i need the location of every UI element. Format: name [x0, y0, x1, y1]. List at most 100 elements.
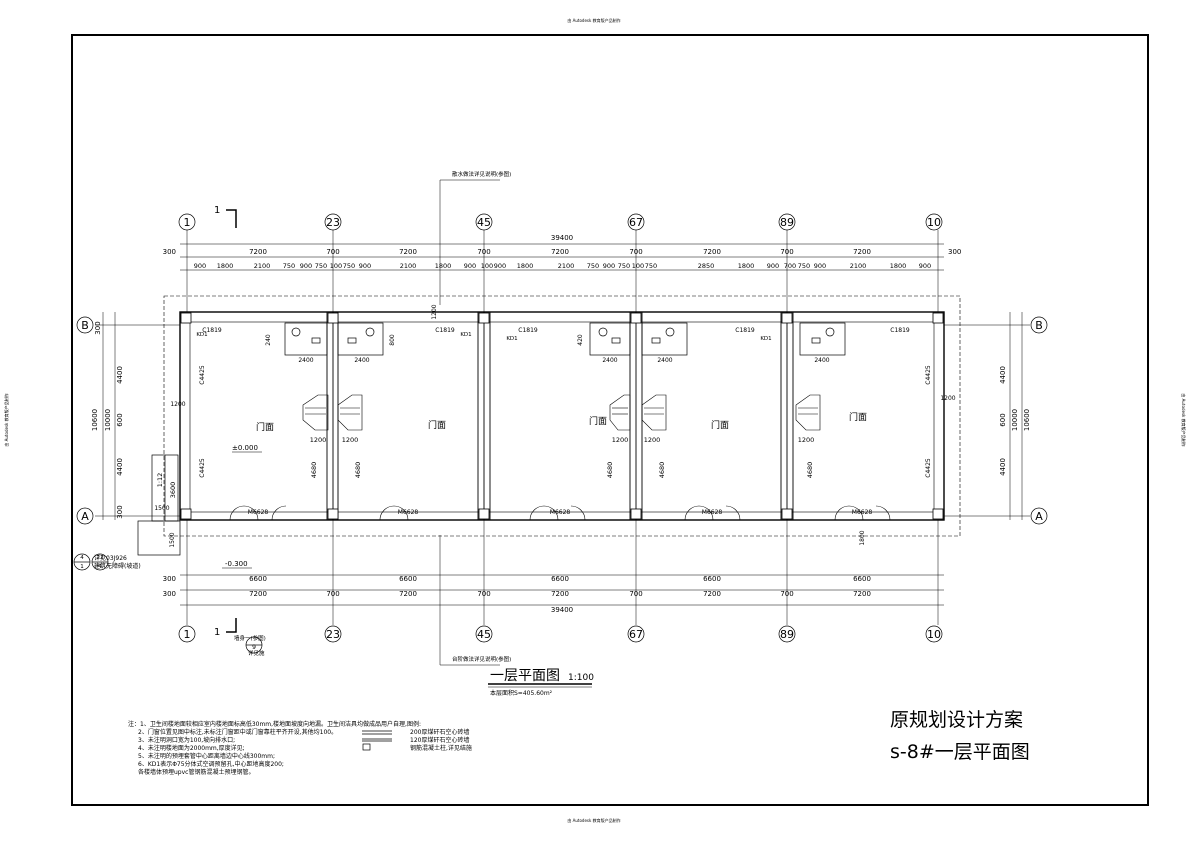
section-mark-top	[226, 209, 237, 228]
notes: 注：1、卫生间楼地面较相应室内楼地面标高低30mm,楼地面坡度向地漏。卫生间洁具…	[128, 720, 421, 776]
dim-top-detail: 1800	[890, 262, 907, 270]
note-line: 注：1、卫生间楼地面较相应室内楼地面标高低30mm,楼地面坡度向地漏。卫生间洁具…	[128, 720, 421, 728]
axis-label-bottom-1: 1	[184, 628, 191, 641]
dim-left: 4400	[116, 458, 124, 476]
axis-label-bottom-5: 89	[780, 628, 794, 641]
dim-bottom-span2: 700	[629, 590, 642, 598]
ramp	[137, 454, 181, 556]
dim-top-detail: 750	[618, 262, 630, 270]
eave-line	[163, 295, 961, 537]
ref-bubble-bottom: 4	[98, 564, 102, 570]
floor-level: ±0.000	[232, 444, 258, 452]
wc-dim: 2400	[814, 357, 829, 364]
callout-top: 散水做法详见说明(参图)	[452, 170, 511, 178]
dim-top-detail: 2100	[254, 262, 271, 270]
dim-top-detail: 750	[645, 262, 657, 270]
dim-bottom-span2: 700	[780, 590, 793, 598]
kd-label: KD1	[460, 332, 471, 338]
door-label: M6628	[550, 509, 571, 516]
plan-area: 本层面积S=405.60m²	[490, 689, 553, 697]
dim-top-span: 7200	[853, 248, 871, 256]
dim-bottom-span: 6600	[853, 575, 871, 583]
dim-right: 10600	[1023, 409, 1031, 431]
legend-item: 200厚煤矸石空心砖墙	[410, 728, 469, 736]
dim-top-span: 700	[629, 248, 642, 256]
dim-bottom-span2: 700	[477, 590, 490, 598]
dim-top-detail: 750	[315, 262, 327, 270]
axis-label-bottom-4: 67	[629, 628, 643, 641]
detail-note2: 详见施	[248, 649, 265, 657]
axis-label-row-b-right: B	[1035, 319, 1043, 332]
axis-label-top-3: 45	[477, 216, 491, 229]
axis-label-top-2: 23	[326, 216, 340, 229]
dim-bottom-span2: 7200	[399, 590, 417, 598]
dim-top-detail: 100	[632, 262, 644, 270]
detail-ref: 9	[252, 644, 256, 651]
dim-left: 10600	[91, 409, 99, 431]
dim-bottom-span: 6600	[551, 575, 569, 583]
dim-top-span: 700	[326, 248, 339, 256]
plan-title: 一层平面图	[490, 668, 560, 684]
dim-top-detail: 1800	[435, 262, 452, 270]
dim-bottom-span2: 7200	[703, 590, 721, 598]
dim-left: 600	[116, 413, 124, 426]
watermark-bottom: 由 Autodesk 教育版产品制作	[567, 817, 620, 823]
dim-left: 4400	[116, 366, 124, 384]
axis-label-bottom-6: 10	[927, 628, 941, 641]
dim-top-detail: 900	[603, 262, 615, 270]
outer-wall	[179, 311, 945, 521]
dim-top-detail: 900	[464, 262, 476, 270]
watermark-right: 由 Autodesk 教育版产品制作	[1181, 393, 1187, 446]
dim-bottom-span: 6600	[249, 575, 267, 583]
dim-bottom-span2: 7200	[853, 590, 871, 598]
room-label: 门面	[589, 415, 607, 427]
detail-note: 墙身一(参图)	[234, 634, 266, 642]
room-label: 门面	[428, 419, 446, 431]
axis-label-top-6: 10	[927, 216, 941, 229]
wc-dim: 1800	[859, 530, 866, 545]
ref-bubble-top: 4	[80, 555, 84, 561]
dim-right: 10000	[1011, 409, 1019, 431]
dim-bottom-span: 6600	[703, 575, 721, 583]
ref-bubble-bottom: 1	[80, 564, 84, 570]
dim-total-top: 39400	[551, 234, 573, 242]
dim-top-detail: 1800	[517, 262, 534, 270]
dim-top-detail: 2100	[400, 262, 417, 270]
window-side-label: C4425	[925, 458, 932, 478]
axis-bubbles-top	[178, 213, 943, 231]
kd-label: KD1	[196, 332, 207, 338]
dim-top-span: 700	[477, 248, 490, 256]
dim-top-span: 7200	[249, 248, 267, 256]
callout-bottom: 台阶做法详见说明(参图)	[452, 655, 511, 663]
dim-top-detail: 900	[300, 262, 312, 270]
dim-top-detail: 750	[343, 262, 355, 270]
axis-label-top-4: 67	[629, 216, 643, 229]
leader-lines	[439, 179, 500, 666]
note-line: 6、KD1表示Φ75分体式空调预留孔,中心距地高度200;	[138, 760, 284, 768]
dim-top-detail: 2100	[850, 262, 867, 270]
room-label: 门面	[256, 421, 274, 433]
door-label: M6628	[248, 509, 269, 516]
door-swings	[229, 505, 891, 521]
dim-top-span: 700	[780, 248, 793, 256]
dim-left: 300	[94, 321, 102, 334]
stair-dim2: 4680	[310, 462, 318, 479]
dim-top-span: 7200	[703, 248, 721, 256]
dim-top-detail: 750	[798, 262, 810, 270]
dim-right: 600	[999, 413, 1007, 426]
wc-dim: 2400	[657, 357, 672, 364]
wc-dim: 420	[577, 334, 584, 346]
watermark-top: 由 Autodesk 教育版产品制作	[567, 17, 620, 23]
dim-top-detail: 100	[481, 262, 493, 270]
stair-dim: 1200	[612, 436, 629, 444]
wc-dim: 1200	[431, 304, 438, 319]
window-label: C1819	[735, 327, 755, 334]
dim-top-span: 7200	[399, 248, 417, 256]
dim-bottom-span: 6600	[399, 575, 417, 583]
window-side-label: C4425	[199, 365, 206, 385]
floor-plan: 1 23 45 67 89 10 1 23 45 67 89 10 B A B …	[73, 170, 1048, 666]
dim-top-detail: 2100	[558, 262, 575, 270]
note-line: 2、门窗位置见图中标注,未标注门窗距中或门窗靠柱平齐开设,其他均100。	[138, 728, 337, 736]
dim-right: 4400	[999, 366, 1007, 384]
note-line: 各楼墙体预埋upvc管钢筋混凝土预埋钢管。	[138, 768, 254, 776]
